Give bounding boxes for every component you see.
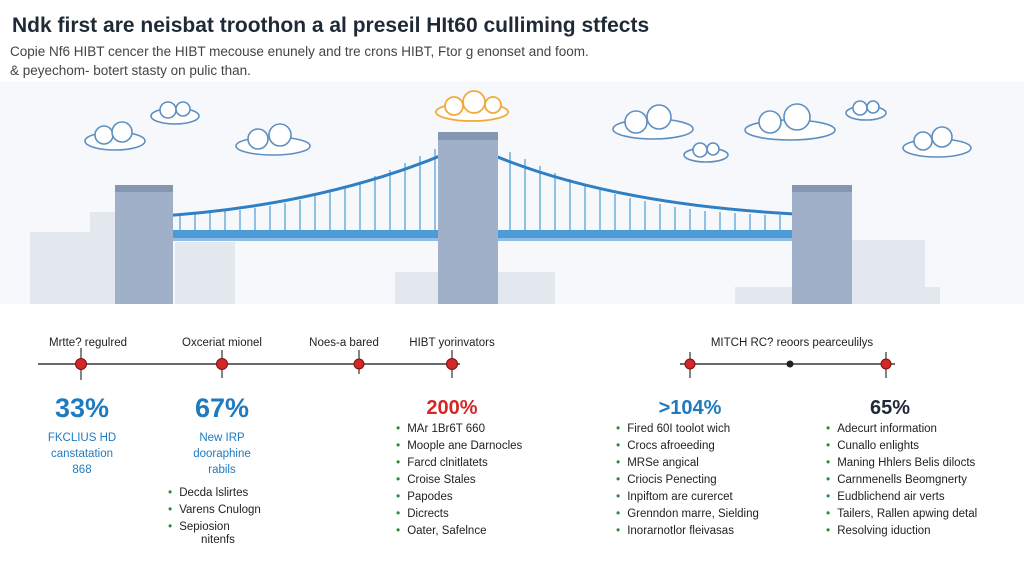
milestone-marker: [684, 358, 696, 370]
list-item: Adecurt information: [826, 420, 977, 437]
accent-cloud-icon: [435, 90, 509, 122]
milestone-marker: [216, 358, 228, 370]
cloud-icon: [612, 104, 694, 140]
list-item: Dicrects: [396, 505, 522, 522]
list-item: Resolving iduction: [826, 522, 977, 539]
list-item: Maning Hhlers Belis dilocts: [826, 454, 977, 471]
list-item: Varens Cnulogn: [168, 501, 261, 518]
cloud-icon: [235, 123, 311, 156]
milestone-marker: [75, 358, 87, 370]
list-item: Criocis Penecting: [616, 471, 759, 488]
cloud-icon: [902, 126, 972, 158]
bridge-towers: [115, 132, 852, 305]
bullet-list: Adecurt information Cunallo enlights Man…: [826, 420, 977, 539]
list-item: Tailers, Rallen apwing detal: [826, 505, 977, 522]
list-item: Moople ane Darnocles: [396, 437, 522, 454]
list-item: Papodes: [396, 488, 522, 505]
list-item: MAr 1Br6T 660: [396, 420, 522, 437]
bridge-cables: [144, 142, 821, 219]
milestone-marker: [446, 358, 458, 370]
cloud-icon: [683, 142, 729, 163]
list-item: Oater, Safelnce: [396, 522, 522, 539]
milestone-marker: [353, 358, 365, 370]
list-item: Crocs afroeeding: [616, 437, 759, 454]
stat-value: 65%: [869, 397, 911, 419]
stat-value: 200%: [426, 397, 478, 419]
list-item: Croise Stales: [396, 471, 522, 488]
subtitle-line-1: Copie Nf6 HIBT cencer the HIBT mecouse e…: [10, 44, 589, 59]
milestone-dot: [786, 360, 794, 368]
milestone-label: Oxceriat mionel: [182, 337, 262, 349]
bullet-list: MAr 1Br6T 660 Moople ane Darnocles Farcd…: [396, 420, 522, 539]
milestone-label: Mrtte? regulred: [49, 337, 127, 349]
milestone-label: HIBT yorinvators: [409, 337, 495, 349]
clouds: [84, 100, 972, 163]
cloud-icon: [744, 103, 836, 141]
stat-value: 67%: [194, 393, 250, 423]
bridge-suspenders: [179, 149, 781, 230]
bullet-list: Fired 60I toolot wich Crocs afroeeding M…: [616, 420, 759, 539]
list-item: Inpiftom are curercet: [616, 488, 759, 505]
list-item: Sepiosion: [168, 518, 261, 535]
stat-value: 33%: [54, 393, 110, 423]
list-item: Farcd clnitlatets: [396, 454, 522, 471]
milestone-marker: [880, 358, 892, 370]
stat-value: >104%: [658, 397, 722, 419]
list-item: Grenndon marre, Sielding: [616, 505, 759, 522]
list-item-continuation: nitenfs: [201, 534, 235, 546]
list-item: Eudblichend air verts: [826, 488, 977, 505]
milestone-label: MITCH RC? reoors pearceulilys: [710, 337, 874, 349]
cloud-icon: [150, 101, 200, 125]
subtitle-line-2: & peyechom- botert stasty on pulic than.: [10, 63, 251, 78]
bullet-list: Decda lslirtes Varens Cnulogn Sepiosion: [168, 484, 261, 535]
list-item: Fired 60I toolot wich: [616, 420, 759, 437]
list-item: MRSe angical: [616, 454, 759, 471]
cloud-icon: [845, 100, 887, 121]
cloud-icon: [84, 121, 146, 151]
list-item: Cunallo enlights: [826, 437, 977, 454]
list-item: Carnmenells Beomgnerty: [826, 471, 977, 488]
timeline: [38, 348, 895, 380]
list-item: Inorarnotlor fleivasas: [616, 522, 759, 539]
milestone-label: Noes-a bared: [309, 337, 379, 349]
bridge-illustration: [0, 82, 1024, 312]
list-item: Decda lslirtes: [168, 484, 261, 501]
page-title: Ndk first are neisbat troothon a al pres…: [12, 14, 650, 37]
